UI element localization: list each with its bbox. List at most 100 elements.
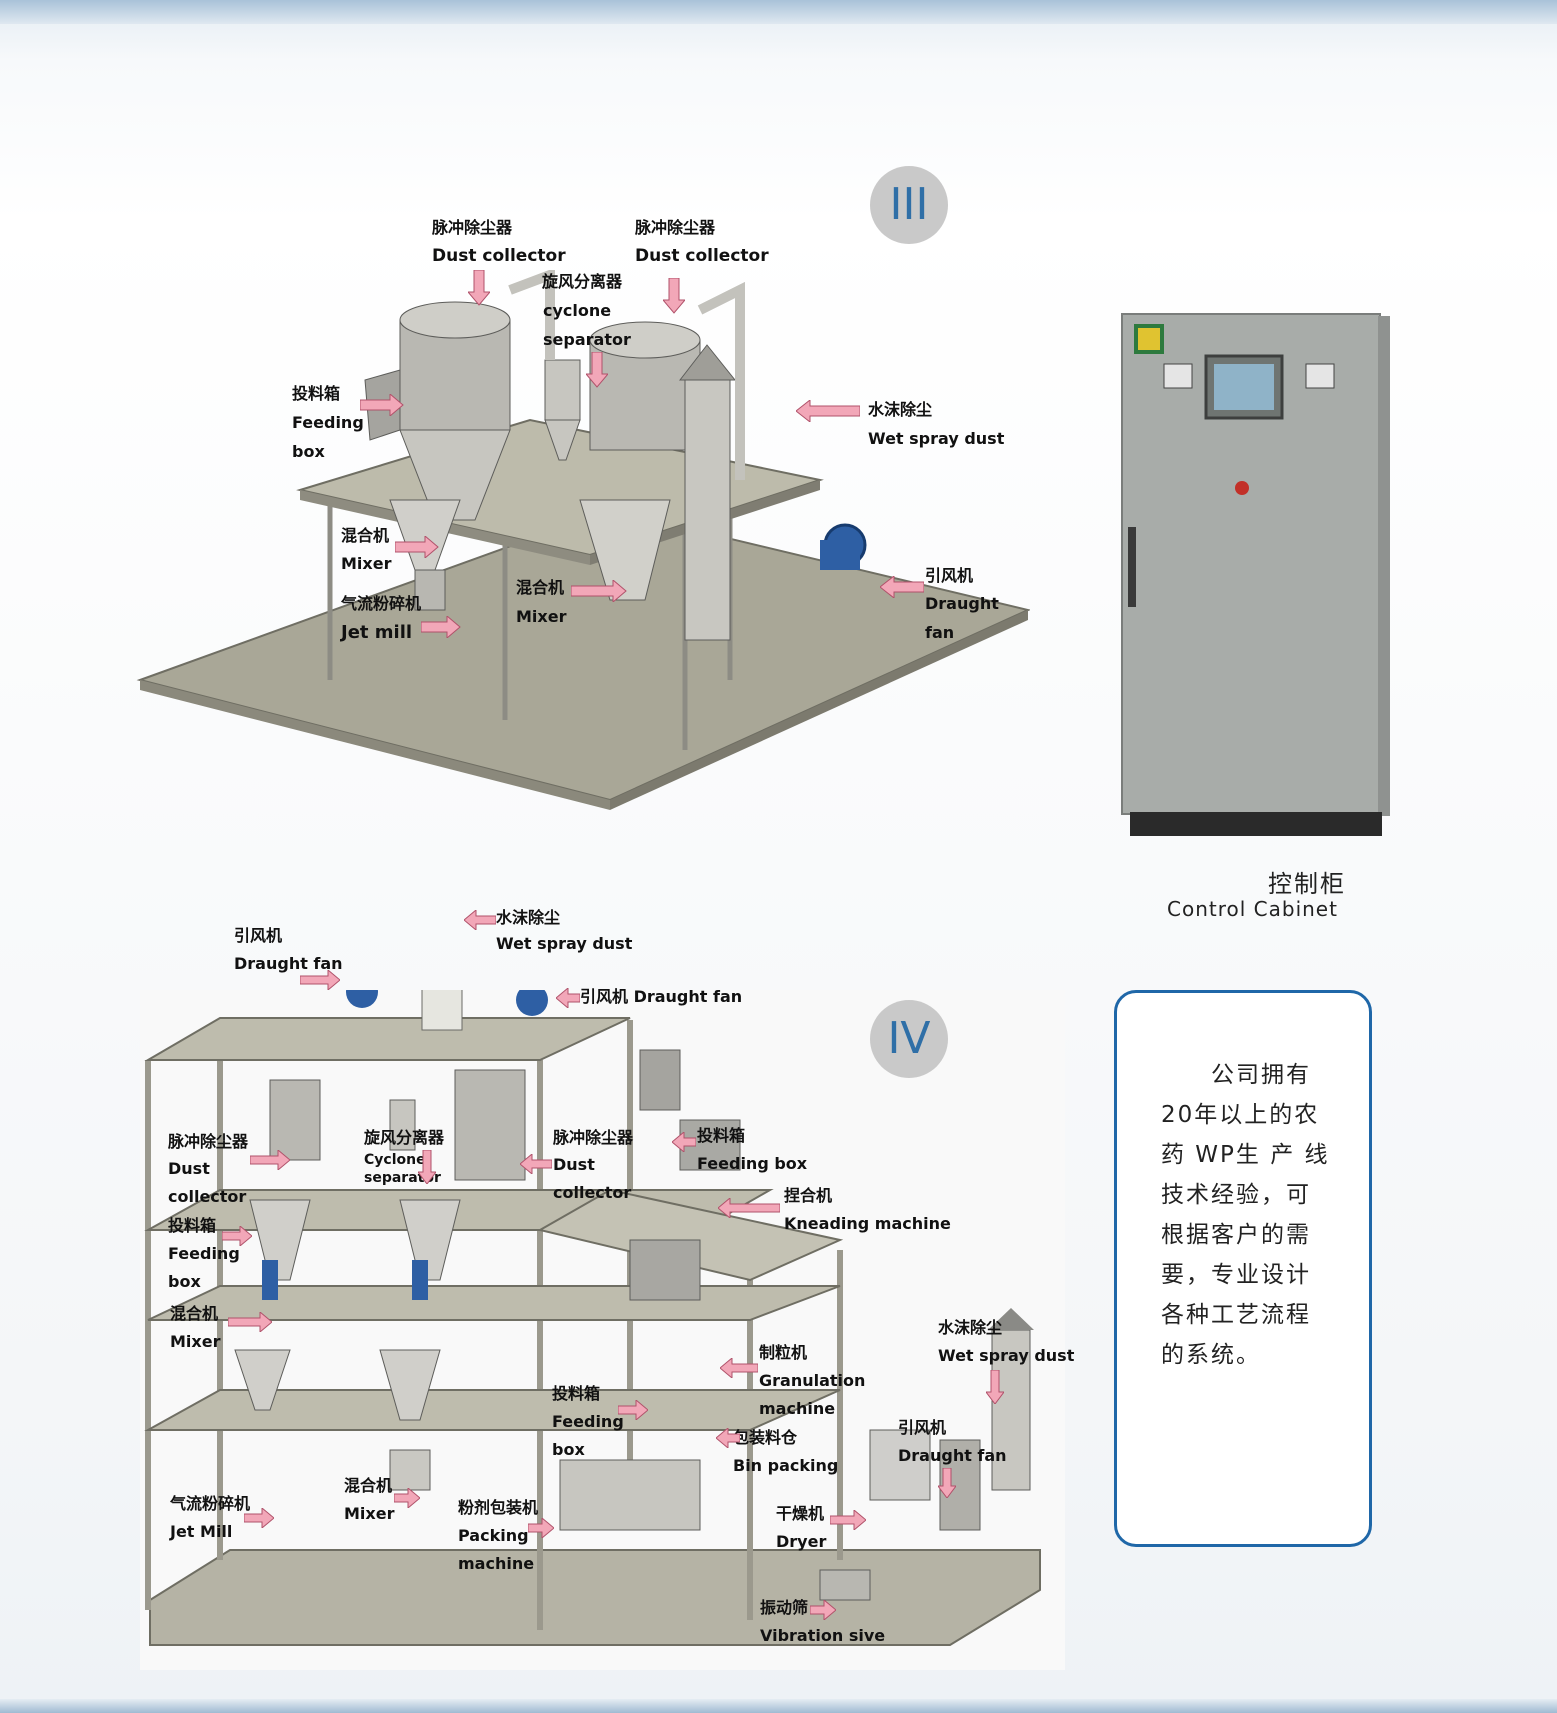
control-cabinet-image: [1121, 313, 1390, 836]
label-iv-dust-left-en-1: Dust: [168, 1159, 210, 1178]
label-feeding-en-1: Feeding: [292, 413, 364, 432]
label-iv-sieve-en: Vibration sive: [760, 1626, 886, 1645]
arrow-right-mixer-1: [395, 536, 439, 558]
arrow-iv-fan-right: [556, 988, 580, 1008]
label-cyclone-en-1: cyclone: [543, 301, 612, 320]
label-iv-kneading-en: Kneading machine: [784, 1214, 951, 1233]
plant-diagram-iii: [136, 270, 1030, 810]
label-wet-en: Wet spray dust: [868, 429, 1005, 448]
label-fan-en-2: fan: [925, 623, 955, 642]
label-iv-packing-zh: 粉剂包装机: [458, 1498, 539, 1517]
label-mixer-zh-1: 混合机: [341, 526, 390, 545]
arrow-iv-dryer: [830, 1510, 866, 1530]
section-iv-badge: IV: [870, 1000, 948, 1078]
label-iv-dryer-en: Dryer: [776, 1532, 827, 1551]
label-iv-feeding-left-en-1: Feeding: [168, 1244, 240, 1263]
label-jet-en: Jet mill: [341, 622, 413, 643]
cabinet-caption-en: Control Cabinet: [1167, 897, 1338, 921]
bottom-decor-band: [0, 1699, 1557, 1713]
arrow-iv-feeding-mid: [618, 1400, 648, 1420]
info-line: 的系统。: [1161, 1342, 1261, 1368]
arrow-iv-mixer-left: [228, 1312, 272, 1332]
label-iv-mixer-low-zh: 混合机: [344, 1476, 393, 1495]
label-iv-granulation-en-1: Granulation: [759, 1371, 866, 1390]
label-iv-wet-top-en: Wet spray dust: [496, 934, 633, 953]
arrow-iv-wet-top: [464, 910, 496, 930]
section-iii-badge: III: [870, 166, 948, 244]
label-iv-fan-low-en: Draught fan: [898, 1446, 1007, 1465]
arrow-iv-dust-right: [520, 1154, 552, 1174]
label-iv-dust-right-zh: 脉冲除尘器: [553, 1128, 634, 1147]
label-cyclone-en-2: separator: [543, 330, 631, 349]
info-line: 20年以上的农: [1161, 1102, 1320, 1128]
label-iv-packing-en-2: machine: [458, 1554, 535, 1573]
label-mixer-zh-2: 混合机: [516, 578, 565, 597]
label-iv-granulation-zh: 制粒机: [759, 1343, 808, 1362]
label-iv-cyclone-en-1: Cyclone: [364, 1152, 426, 1168]
info-line: 要，专业设计: [1161, 1262, 1311, 1288]
label-iv-fan-right: 引风机 Draught fan: [580, 987, 743, 1006]
arrow-iv-fan-low: [938, 1468, 956, 1498]
arrow-iv-wet-right: [986, 1370, 1004, 1404]
arrow-iv-feeding-top: [672, 1132, 696, 1152]
label-dust-en-2: Dust collector: [635, 246, 769, 266]
label-iv-fan-left-zh: 引风机: [234, 926, 283, 945]
label-iv-feeding-top-zh: 投料箱: [697, 1126, 746, 1145]
label-iv-jet-zh: 气流粉碎机: [170, 1494, 251, 1513]
top-decor-band: [0, 0, 1557, 24]
arrow-iv-cyclone: [418, 1150, 436, 1184]
label-cyclone-zh: 旋风分离器: [542, 272, 623, 291]
label-fan-zh: 引风机: [925, 566, 974, 585]
label-jet-zh: 气流粉碎机: [341, 594, 422, 613]
cabinet-logo-icon: [1134, 324, 1164, 354]
arrow-down-dust-2: [663, 278, 685, 314]
label-dust-zh-2: 脉冲除尘器: [635, 218, 716, 237]
cabinet-caption-zh: 控制柜: [1268, 870, 1346, 898]
label-mixer-en-2: Mixer: [516, 607, 567, 626]
label-wet-zh: 水沫除尘: [868, 400, 933, 419]
plant-diagram-iv: [140, 990, 1065, 1670]
label-feeding-en-2: box: [292, 442, 325, 461]
info-line: 公司拥有: [1161, 1062, 1311, 1088]
info-line: 药 WP生 产 线: [1161, 1142, 1330, 1168]
label-iv-wet-right-en: Wet spray dust: [938, 1346, 1075, 1365]
label-iv-mixer-low-en: Mixer: [344, 1504, 395, 1523]
arrow-down-dust-1: [468, 270, 490, 306]
arrow-iv-kneading: [718, 1198, 780, 1218]
arrow-right-mixer-2: [571, 580, 627, 602]
label-mixer-en-1: Mixer: [341, 554, 392, 573]
label-dust-zh-1: 脉冲除尘器: [432, 218, 513, 237]
arrow-iv-granulation: [720, 1358, 758, 1378]
arrow-down-cyclone: [586, 352, 608, 388]
arrow-iv-feeding-left: [222, 1226, 252, 1246]
label-iv-bin-en: Bin packing: [733, 1456, 839, 1475]
label-iv-dust-left-en-2: collector: [168, 1187, 247, 1206]
label-iv-kneading-zh: 捏合机: [784, 1186, 833, 1205]
arrow-right-jet: [421, 616, 461, 638]
arrow-iv-mixer-low: [394, 1488, 420, 1508]
label-iv-feeding-left-en-2: box: [168, 1272, 201, 1291]
label-fan-en-1: Draught: [925, 594, 999, 613]
label-iv-fan-low-zh: 引风机: [898, 1418, 947, 1437]
info-line: 技术经验，可: [1161, 1182, 1311, 1208]
label-iv-mixer-left-en: Mixer: [170, 1332, 221, 1351]
info-line: 各种工艺流程: [1161, 1302, 1311, 1328]
arrow-right-feeding: [360, 394, 404, 416]
label-iv-dust-left-zh: 脉冲除尘器: [168, 1132, 249, 1151]
label-dust-en-1: Dust collector: [432, 246, 566, 266]
label-iv-feeding-mid-zh: 投料箱: [552, 1384, 601, 1403]
arrow-left-wet: [796, 400, 860, 422]
label-iv-sieve-zh: 振动筛: [760, 1598, 809, 1617]
arrow-iv-dust-left: [250, 1150, 290, 1170]
arrow-iv-sieve: [810, 1600, 836, 1620]
label-iv-mixer-left-zh: 混合机: [170, 1304, 219, 1323]
label-iv-feeding-top-en: Feeding box: [697, 1154, 808, 1173]
arrow-iv-bin: [716, 1428, 740, 1448]
label-iv-feeding-mid-en-1: Feeding: [552, 1412, 624, 1431]
label-iv-granulation-en-2: machine: [759, 1399, 836, 1418]
label-iv-cyclone-zh: 旋风分离器: [364, 1128, 445, 1147]
label-iv-jet-en: Jet Mill: [170, 1522, 233, 1541]
label-iv-fan-left-en: Draught fan: [234, 954, 343, 973]
